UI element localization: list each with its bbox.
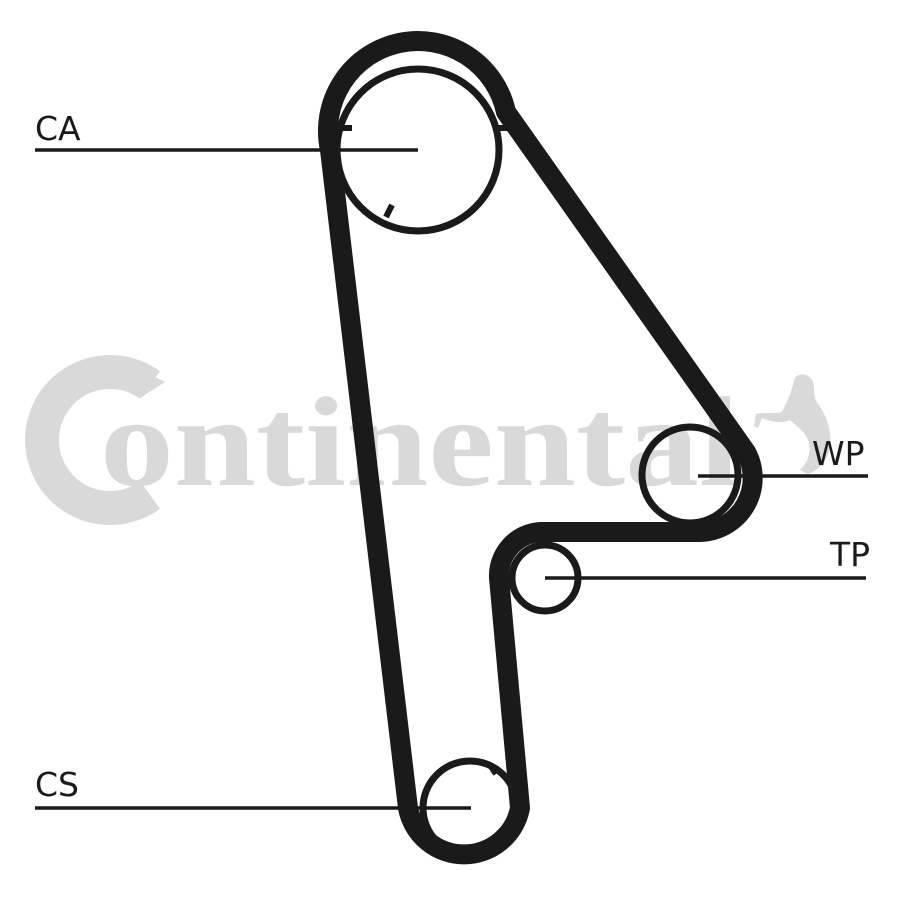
watermark-text: ontinental: [100, 371, 740, 513]
rearing-horse-icon: [754, 374, 831, 474]
ca-label: CA: [35, 109, 81, 148]
continental-watermark: ontinental: [25, 355, 831, 525]
cs-label: CS: [35, 765, 79, 804]
tp-label: TP: [829, 535, 870, 574]
wp-label: WP: [812, 434, 865, 473]
continental-c-icon: [25, 355, 165, 525]
